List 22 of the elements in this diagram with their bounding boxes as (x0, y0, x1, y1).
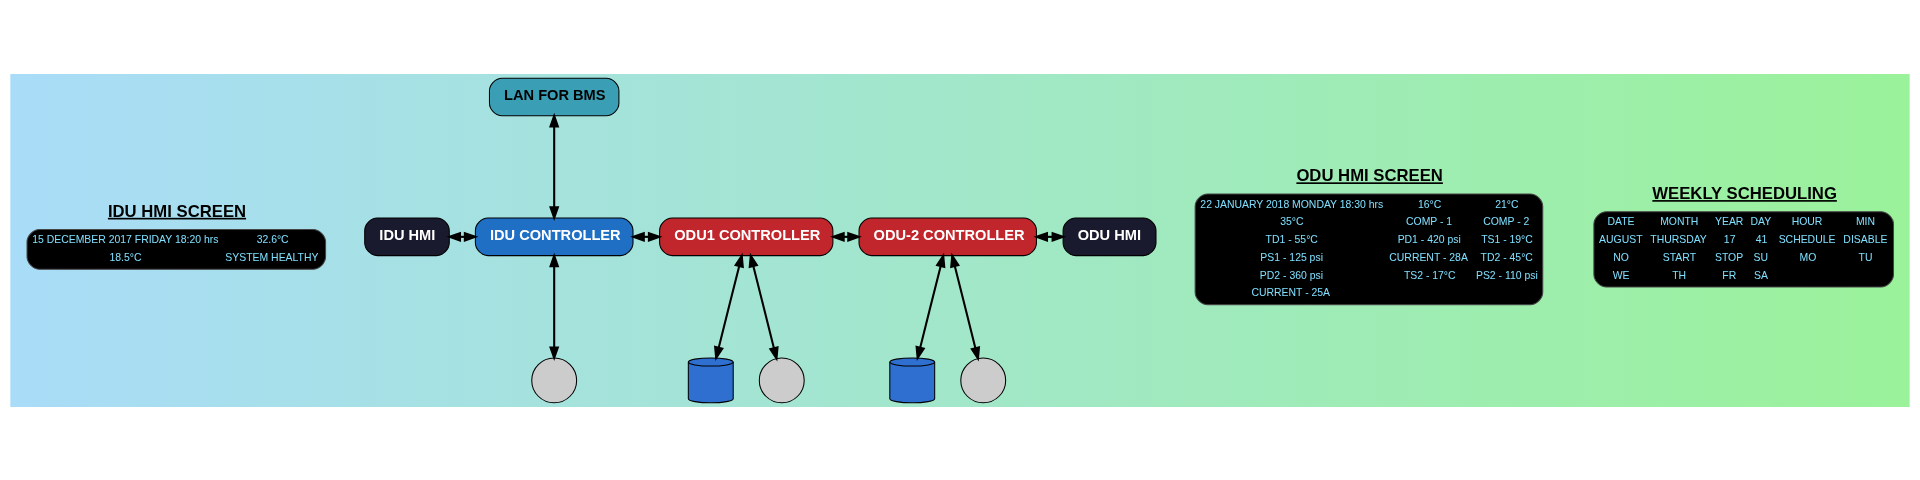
node-label: IDU HMI SCREEN (107, 201, 247, 221)
node-box: ODU1 CONTROLLER (659, 217, 834, 256)
node-circle (531, 356, 578, 403)
node-box: IDU HMI (364, 217, 450, 256)
arrow (830, 231, 862, 242)
arrow (915, 252, 946, 361)
node-box: ODU-2 CONTROLLER (858, 217, 1037, 256)
arrow (549, 112, 560, 221)
arrow (630, 231, 663, 242)
node-box: IDU CONTROLLER (474, 217, 634, 256)
arrow (748, 252, 779, 361)
node-circle (960, 356, 1007, 403)
node-label: WEEKLY SCHEDULING (1652, 183, 1837, 203)
node-circle (758, 356, 805, 403)
arrow (549, 252, 560, 361)
arrow (446, 231, 479, 242)
node-label: ODU HMI SCREEN (1296, 165, 1443, 185)
arrow (950, 252, 981, 361)
node-box: ODU HMI (1062, 217, 1157, 256)
node-box: LAN FOR BMS (488, 77, 620, 116)
arrow (1033, 231, 1067, 242)
arrow (714, 252, 744, 361)
